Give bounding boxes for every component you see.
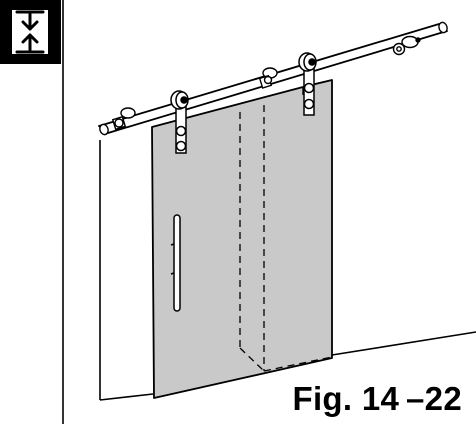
hidden-opening-outline [239, 105, 333, 372]
roller-hanger-right [298, 52, 317, 116]
compress-arrows-icon [0, 0, 61, 64]
rail-bracket-right [392, 35, 421, 56]
figure-caption: Fig. 14 –22 [292, 380, 462, 417]
door-panel [151, 79, 333, 399]
wall-outline [62, 0, 476, 424]
rail-bracket-left [111, 107, 136, 131]
door-pull-handle [170, 214, 181, 312]
rail-bracket-middle [258, 67, 278, 89]
roller-hanger-left [170, 90, 189, 154]
